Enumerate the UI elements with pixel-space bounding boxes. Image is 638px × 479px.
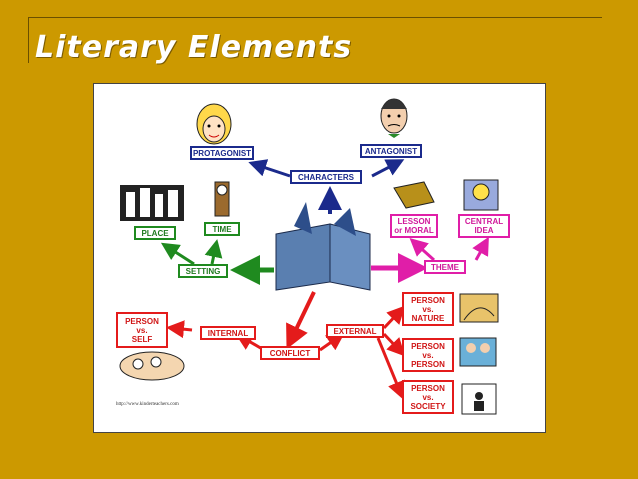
protagonist-face-icon [196,103,232,145]
person-vs-nature-box: PERSON vs. NATURE [402,292,454,326]
arrow-theme-idea [472,236,489,261]
arrow-setting-place [160,242,195,266]
external-box: EXTERNAL [326,324,384,338]
person-nature-icon [459,293,499,323]
person-vs-self-box: PERSON vs. SELF [116,312,168,348]
conflict-box: CONFLICT [260,346,320,360]
story-elements-diagram: PROTAGONIST ANTAGONIST CHARACTERS PLACE … [93,83,546,433]
arrow-book-conflict [286,291,316,350]
arrow-characters-protagonist [248,159,291,178]
arrow-external-nature [382,305,406,330]
person-person-icon [459,337,497,367]
diagram-arrows [119,98,499,415]
city-icon [120,185,184,221]
open-book-icon [275,202,371,291]
setting-box: SETTING [178,264,228,278]
arrow-characters-antagonist [371,159,405,178]
internal-box: INTERNAL [200,326,256,340]
person-society-icon [461,383,497,415]
protagonist-box: PROTAGONIST [190,146,254,160]
lesson-box: LESSON or MORAL [390,214,438,238]
arrow-conflict-external [319,332,345,352]
time-box: TIME [204,222,240,236]
clock-icon [214,181,230,217]
antagonist-face-icon [380,98,408,138]
person-self-icon [119,351,185,381]
person-vs-person-box: PERSON vs. PERSON [402,338,454,372]
arrow-external-society [376,337,405,400]
theme-box: THEME [424,260,466,274]
slide-title: Literary Elements [35,30,353,65]
characters-box: CHARACTERS [290,170,362,184]
lightbulb-icon [463,179,499,211]
lesson-scroll-icon [393,181,435,209]
title-rule [28,17,602,18]
arrow-internal-self [166,320,193,339]
central-idea-box: CENTRAL IDEA [458,214,510,238]
place-box: PLACE [134,226,176,240]
title-side-rule [28,17,29,63]
arrow-external-person [382,332,406,357]
arrow-theme-lesson [409,237,436,262]
arrow-setting-time [204,239,223,265]
antagonist-box: ANTAGONIST [360,144,422,158]
person-vs-society-box: PERSON vs. SOCIETY [402,380,454,414]
source-url: http://www.kinderteachers.com [116,402,179,407]
